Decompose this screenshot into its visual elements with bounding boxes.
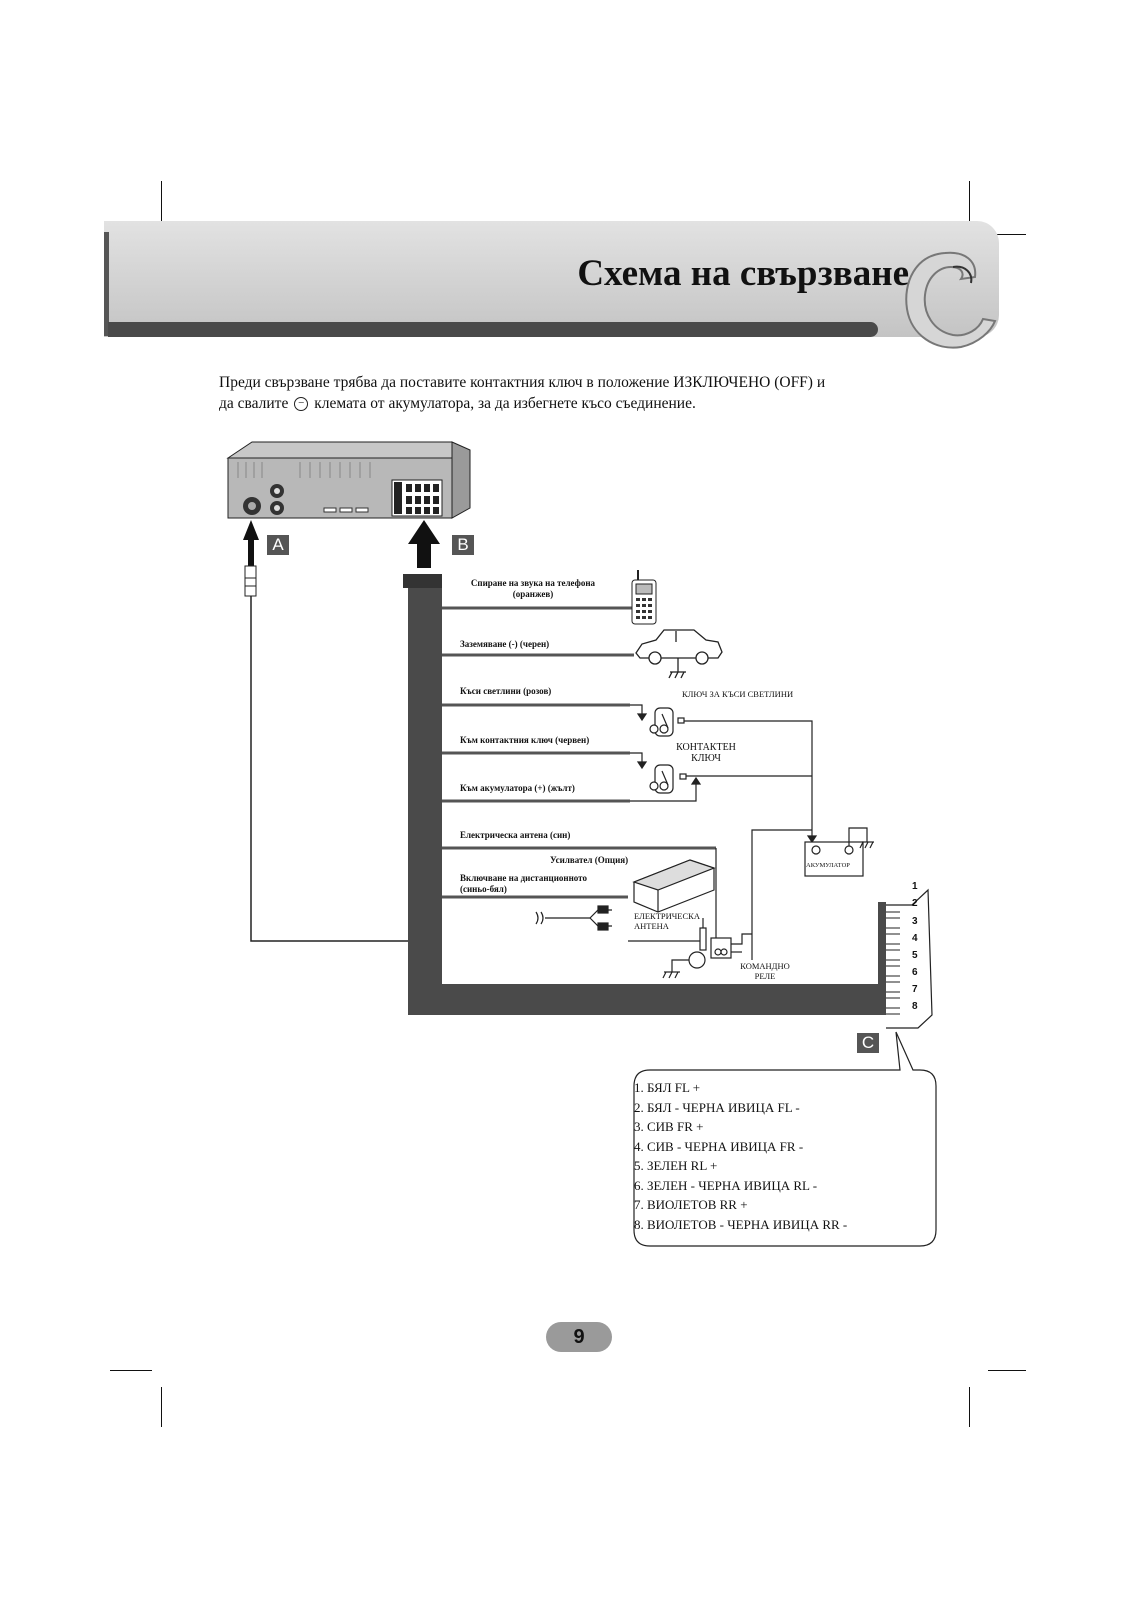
car-icon xyxy=(635,629,723,679)
pin-number: 6 xyxy=(912,967,918,978)
crop-mark xyxy=(110,1370,152,1371)
ignition-switch-label: КОНТАКТЕН КЛЮЧ xyxy=(668,742,744,764)
head-unit-icon xyxy=(226,441,471,519)
arrow-b-icon xyxy=(408,520,440,568)
wire-label-phone-mute: Спиране на звука на телефона (оранжев) xyxy=(458,578,608,600)
power-antenna-icon xyxy=(628,848,717,979)
intro-line-2-start: да свалите xyxy=(219,395,289,412)
connector-c-tag: C xyxy=(857,1033,879,1053)
wire-label-phone-mute-line1: Спиране на звука на телефона xyxy=(470,578,596,588)
page-title: Схема на свързване xyxy=(577,253,909,294)
header-edge xyxy=(104,232,109,336)
legend-item: 6. ЗЕЛЕН - ЧЕРНА ИВИЦА RL - xyxy=(634,1177,818,1193)
wire-label-remote-line1: Включване на дистанционното xyxy=(460,873,587,883)
pin-number: 3 xyxy=(912,916,918,927)
ignition-switch-label-line1: КОНТАКТЕН xyxy=(676,742,736,753)
light-switch-icon xyxy=(630,704,813,830)
arrow-a-icon xyxy=(243,520,259,566)
speaker-connector-icon xyxy=(878,888,933,1029)
intro-line-1: Преди свързване трябва да поставите конт… xyxy=(219,374,826,391)
connector-b-tag: B xyxy=(452,535,474,555)
legend-item: 2. БЯЛ - ЧЕРНА ИВИЦА FL - xyxy=(634,1099,800,1115)
phone-icon xyxy=(631,570,657,625)
legend-item: 3. СИВ FR + xyxy=(634,1119,704,1134)
pin-number: 1 xyxy=(912,881,918,892)
pin-number: 2 xyxy=(912,898,918,909)
crop-mark xyxy=(988,1370,1026,1371)
wire-label-remote: Включване на дистанционното (синьо-бял) xyxy=(460,873,587,895)
wire-label-lights: Къси светлини (розов) xyxy=(460,686,552,696)
crop-mark xyxy=(969,181,970,221)
wire-label-amplifier: Усилвател (Опция) xyxy=(550,855,629,865)
crop-mark xyxy=(161,1387,162,1427)
rca-lead-icon xyxy=(535,905,612,931)
pin-number: 4 xyxy=(912,933,918,944)
pin-number: 5 xyxy=(912,950,918,961)
speaker-legend-bubble xyxy=(633,1031,937,1247)
battery-icon xyxy=(751,827,874,946)
pin-number: 7 xyxy=(912,984,918,995)
relay-icon xyxy=(710,933,753,960)
legend-item: 5. ЗЕЛЕН RL + xyxy=(634,1158,718,1173)
speaker-legend: 1. БЯЛ FL + 2. БЯЛ - ЧЕРНА ИВИЦА FL - 3.… xyxy=(634,1078,847,1234)
legend-item: 7. ВИОЛЕТОВ RR + xyxy=(634,1197,748,1212)
legend-item: 4. СИВ - ЧЕРНА ИВИЦА FR - xyxy=(634,1138,804,1154)
crop-mark xyxy=(969,1387,970,1427)
battery-label: АКУМУЛАТОР xyxy=(806,862,850,869)
wire-label-ignition: Към контактния ключ (червен) xyxy=(460,735,590,745)
minus-terminal-icon: − xyxy=(294,397,309,412)
header-banner xyxy=(104,221,999,337)
intro-text: Преди свързване трябва да поставите конт… xyxy=(219,372,949,414)
connector-a-tag: A xyxy=(267,535,289,555)
antenna-label-line1: ЕЛЕКТРИЧЕСКА xyxy=(634,911,700,921)
relay-label: КОМАНДНО РЕЛЕ xyxy=(730,961,800,981)
legend-item: 1. БЯЛ FL + xyxy=(634,1080,701,1095)
ignition-switch-icon xyxy=(630,752,812,802)
light-switch-label: КЛЮЧ ЗА КЪСИ СВЕТЛИНИ xyxy=(682,689,794,699)
intro-line-2: да свалите −клемата от акумулатора, за д… xyxy=(219,393,949,414)
header-underline-bar xyxy=(108,322,878,337)
wire-label-phone-mute-line2: (оранжев) xyxy=(512,589,554,599)
wire-label-remote-line2: (синьо-бял) xyxy=(460,884,507,894)
page-number: 9 xyxy=(546,1322,612,1352)
wire-label-power-antenna: Електрическа антена (син) xyxy=(460,830,571,840)
intro-line-2-end: клемата от акумулатора, за да избегнете … xyxy=(314,395,696,412)
crop-mark xyxy=(161,181,162,221)
crop-mark xyxy=(988,234,1026,235)
amplifier-icon xyxy=(632,859,716,913)
pin-number: 8 xyxy=(912,1001,918,1012)
wire-label-ground: Заземяване (-) (черен) xyxy=(460,639,550,649)
relay-label-line2: РЕЛЕ xyxy=(754,971,776,981)
antenna-label-line2: АНТЕНА xyxy=(634,921,669,931)
ignition-switch-label-line2: КЛЮЧ xyxy=(691,753,721,764)
legend-item: 8. ВИОЛЕТОВ - ЧЕРНА ИВИЦА RR - xyxy=(634,1216,848,1232)
wire-label-battery: Към акумулатора (+) (жълт) xyxy=(460,783,575,793)
relay-label-line1: КОМАНДНО xyxy=(740,961,790,971)
antenna-label: ЕЛЕКТРИЧЕСКА АНТЕНА xyxy=(634,911,700,931)
c-hook-icon xyxy=(905,251,997,349)
